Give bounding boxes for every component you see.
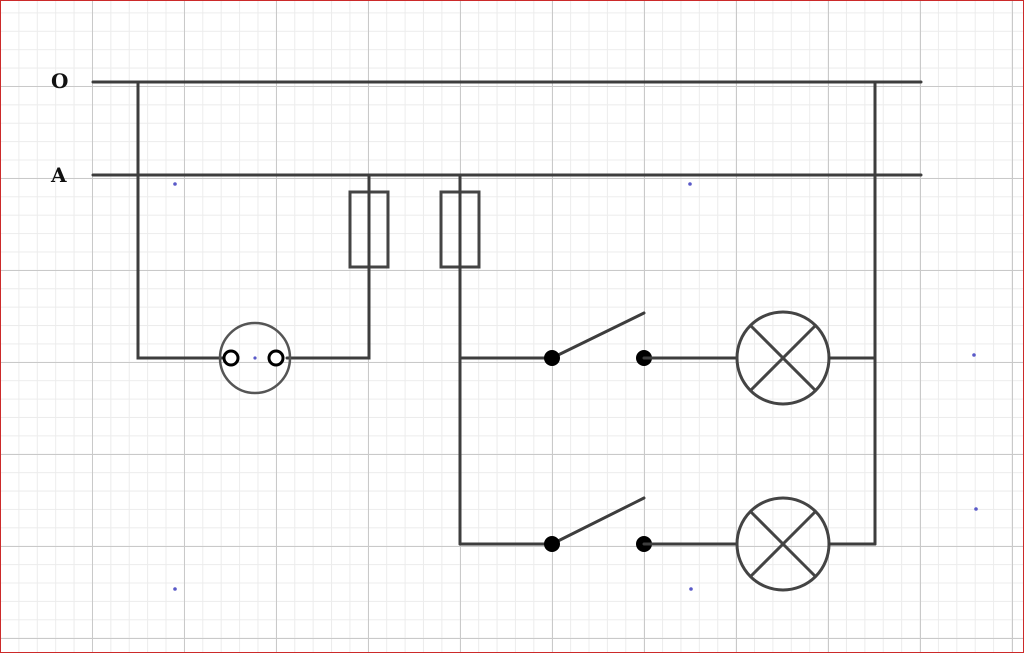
construction-point [972, 353, 976, 357]
rail-label-a: A [51, 163, 67, 187]
lamp-1-cross-b [749, 324, 817, 392]
lamp-1 [735, 310, 831, 406]
construction-point [173, 182, 177, 186]
socket-outlet [218, 321, 292, 395]
lamp-branch [439, 80, 877, 592]
construction-point [689, 587, 693, 591]
construction-points [173, 182, 978, 591]
socket-neutral-wire [136, 80, 224, 360]
switch-1-contact-left [544, 350, 560, 366]
socket-pin-left [222, 349, 240, 367]
construction-point [173, 587, 177, 591]
rail-label-o: O [51, 69, 69, 93]
lamp-2 [735, 496, 831, 592]
lamp-2-cross-b [749, 510, 817, 578]
switch-2-contact-left [544, 536, 560, 552]
construction-point [688, 182, 692, 186]
switch-2-lever [550, 496, 646, 546]
socket-branch [136, 80, 390, 395]
construction-point [253, 356, 257, 360]
socket-pin-right [267, 349, 285, 367]
socket-body [218, 321, 292, 395]
switch-1-lever [550, 311, 646, 360]
socket-fuse-wire [285, 265, 371, 360]
construction-point [974, 507, 978, 511]
